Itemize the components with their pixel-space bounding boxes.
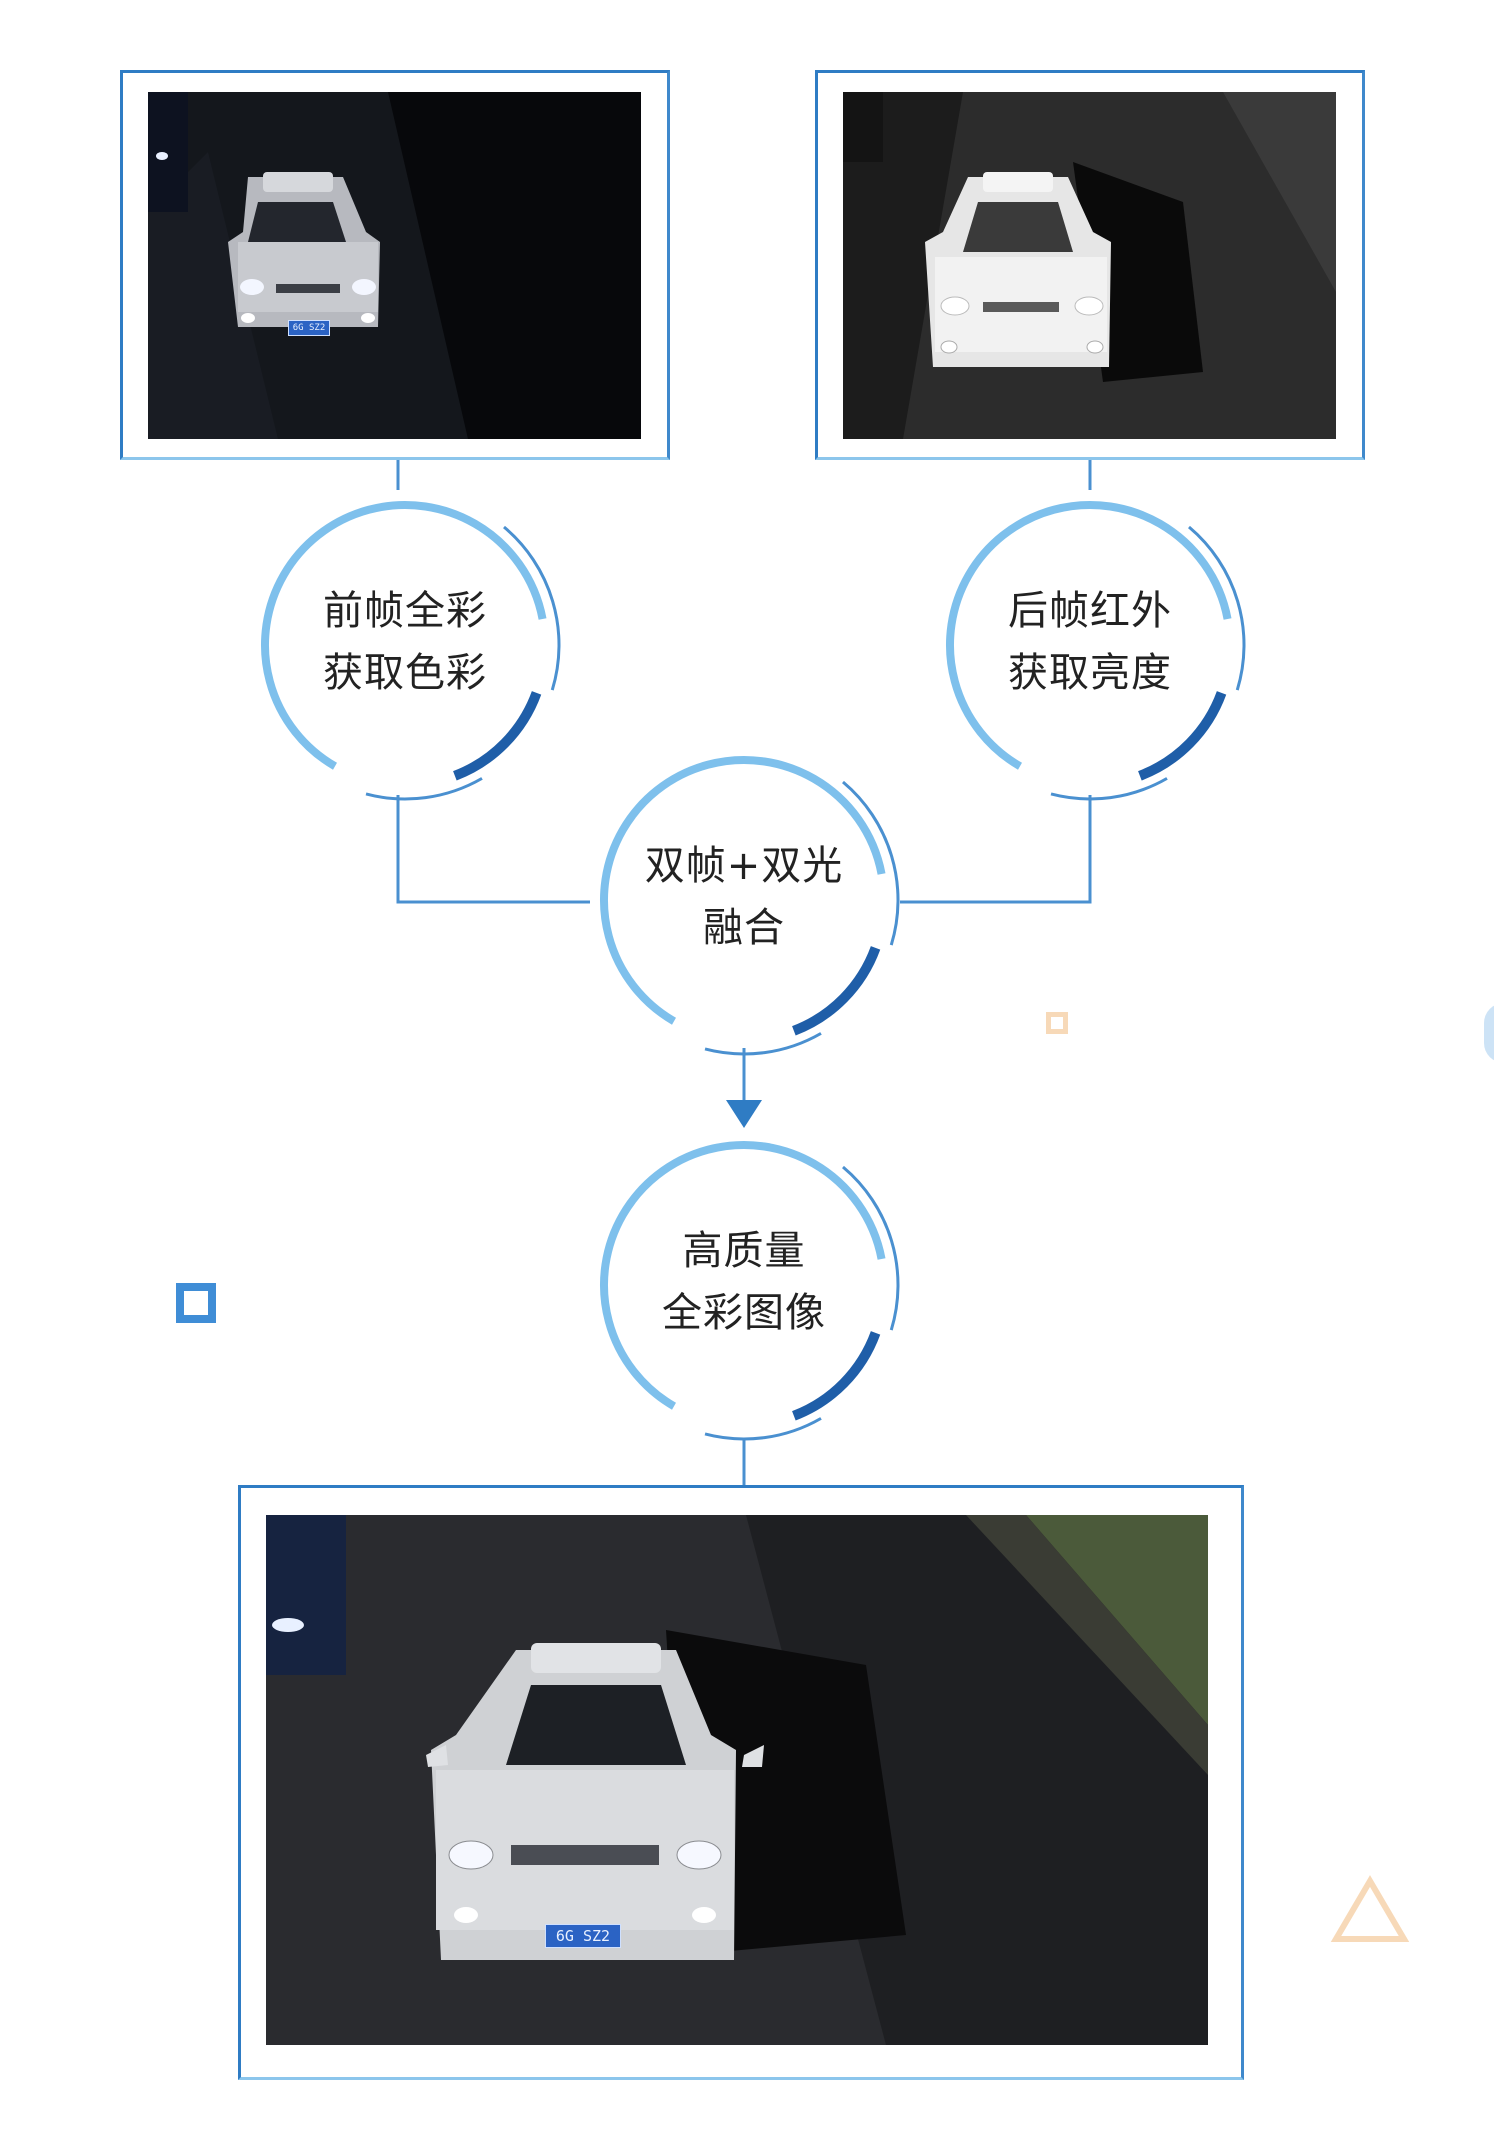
output-label-line2: 全彩图像 [662,1290,826,1336]
ring-icon [249,489,561,801]
output-plate: 6G SZ2 [545,1924,621,1948]
square-outline-orange [1046,1012,1068,1034]
ring-icon [588,1129,900,1441]
ring-icon [934,489,1246,801]
output-label-line1: 高质量 [682,1228,806,1274]
fusion-label-line2: 融合 [703,905,785,951]
ir-capture-node: 后帧红外 获取亮度 [930,485,1250,805]
output-label: 高质量 全彩图像 [624,1220,864,1344]
color-frame-plate: 6G SZ2 [288,320,330,336]
color-capture-label-line1: 前帧全彩 [323,588,487,634]
fusion-label: 双帧+双光 融合 [624,835,864,959]
ir-capture-label-line1: 后帧红外 [1008,588,1172,634]
color-capture-node: 前帧全彩 获取色彩 [245,485,565,805]
triangle-outline-orange [1330,1875,1410,1942]
ir-capture-label-line2: 获取亮度 [1008,650,1172,696]
fusion-label-line1: 双帧+双光 [644,843,844,889]
ir-frame-panel [815,70,1365,460]
color-frame-panel [120,70,670,460]
color-frame-image [148,92,641,439]
flow-arrow-down [726,1100,762,1128]
color-capture-label: 前帧全彩 获取色彩 [285,580,525,704]
circle-partial-blue [1484,1003,1494,1063]
output-frame-panel [238,1485,1244,2080]
square-outline-blue [176,1283,216,1323]
fusion-node: 双帧+双光 融合 [584,740,904,1060]
ir-capture-label: 后帧红外 获取亮度 [970,580,1210,704]
output-node: 高质量 全彩图像 [584,1125,904,1445]
color-capture-label-line2: 获取色彩 [323,650,487,696]
ring-icon [588,744,900,1056]
output-image [266,1515,1208,2045]
ir-frame-image [843,92,1336,439]
